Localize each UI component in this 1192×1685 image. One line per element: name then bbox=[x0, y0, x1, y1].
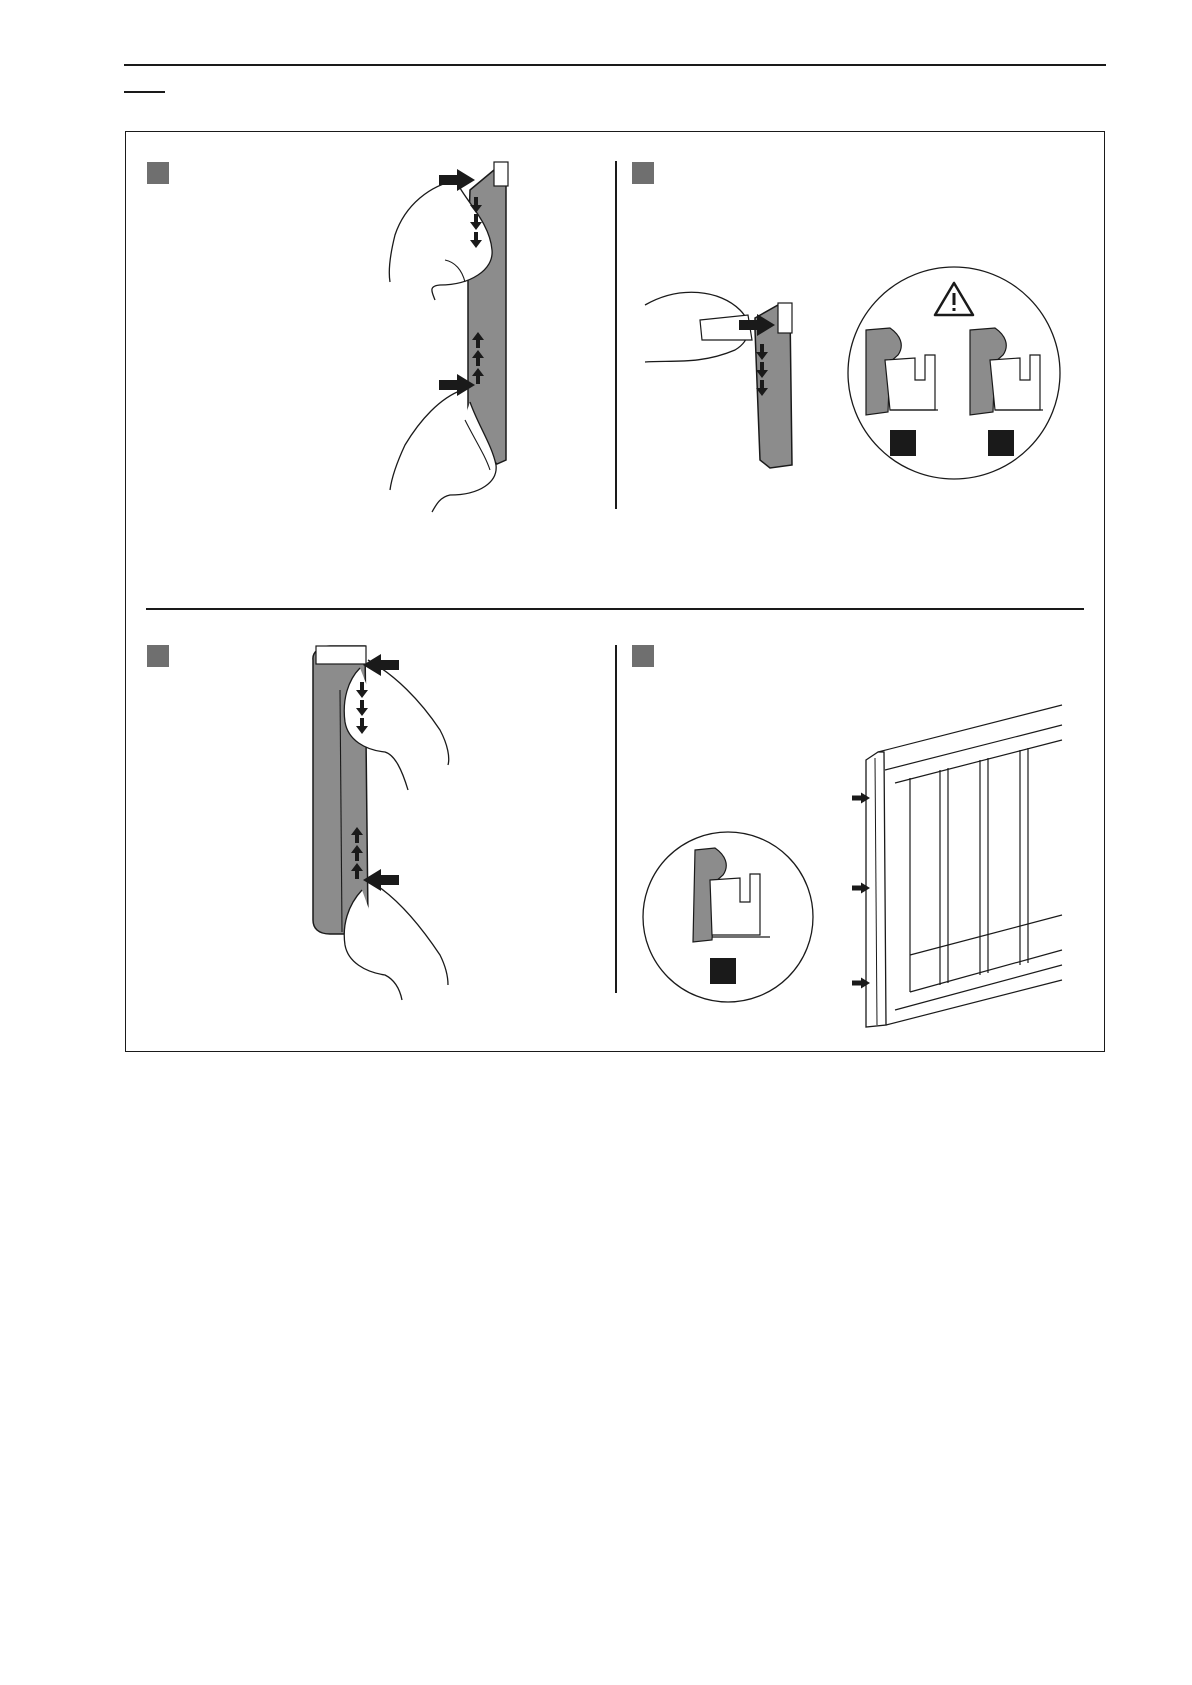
detail-badge-a bbox=[890, 430, 916, 456]
panel-2-illustration bbox=[645, 267, 1060, 479]
panel-1-illustration bbox=[389, 162, 508, 512]
panel-4-illustration bbox=[643, 705, 1062, 1027]
detail-badge-b bbox=[988, 430, 1014, 456]
panel-3-illustration bbox=[313, 646, 449, 1000]
detail-badge-c bbox=[710, 958, 736, 984]
